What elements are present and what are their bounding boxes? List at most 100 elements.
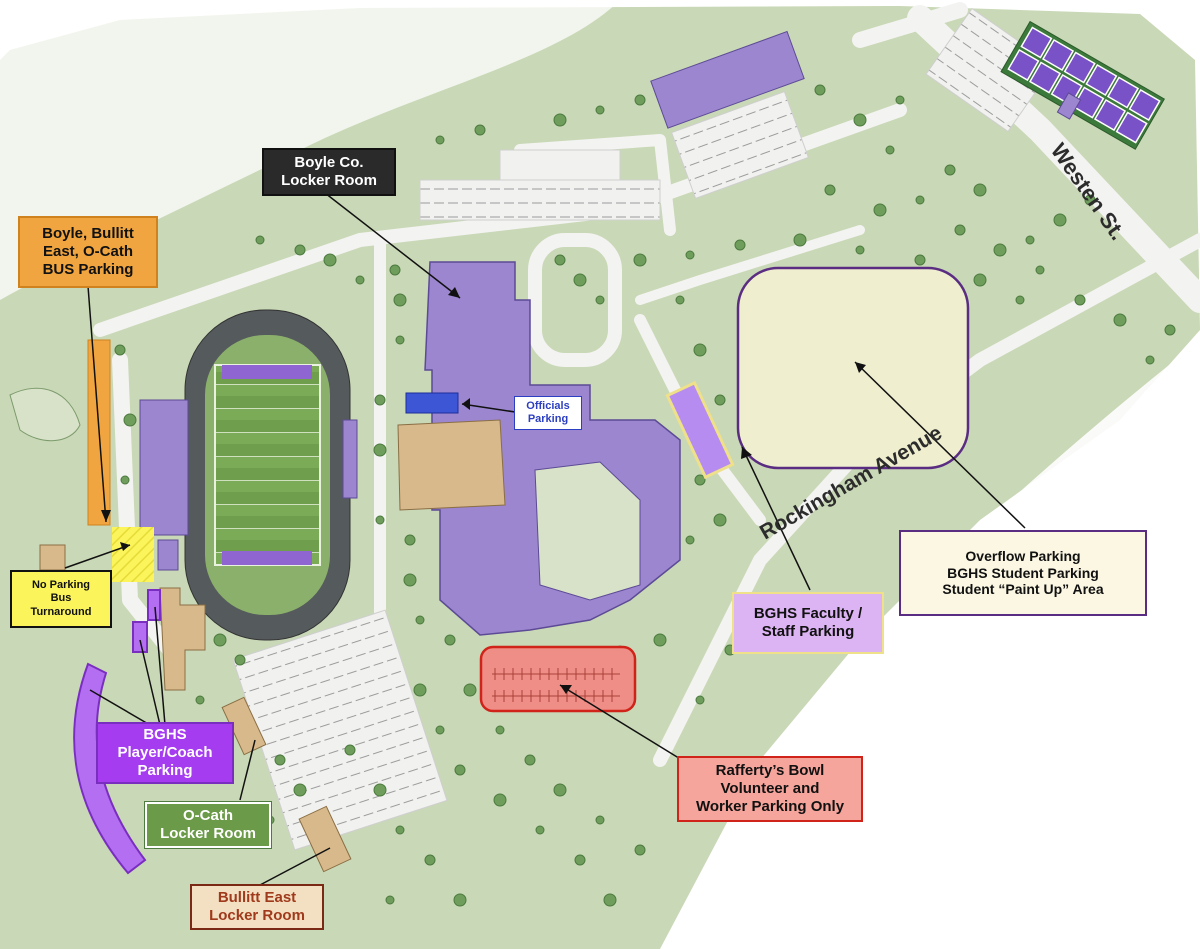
tree (274, 754, 286, 766)
tree (685, 535, 695, 545)
tree (323, 253, 337, 267)
tree (463, 683, 477, 697)
ne-building (650, 30, 805, 129)
small-ne-shed (1056, 92, 1082, 120)
boyle-locker-room-label: Boyle Co. Locker Room (262, 148, 396, 196)
west-bleachers (139, 399, 189, 536)
player-parking-b (132, 621, 148, 653)
ne-parking-lot (671, 90, 809, 200)
bus-turnaround-area (112, 527, 154, 582)
tree (595, 815, 605, 825)
bullitt-east-locker-room-label: Bullitt East Locker Room (190, 884, 324, 930)
trees (114, 55, 1176, 907)
overflow-parking-label: Overflow Parking BGHS Student Parking St… (899, 530, 1147, 616)
grass-fade-top (0, 0, 620, 300)
gym-tan (397, 419, 506, 511)
tree (1074, 294, 1086, 306)
faculty-parking-area (665, 380, 735, 480)
tree (553, 113, 567, 127)
tree (344, 744, 356, 756)
leader-lines (64, 192, 1026, 886)
tree (444, 634, 456, 646)
tree (634, 94, 646, 106)
tree (375, 515, 385, 525)
tree (675, 295, 685, 305)
tree (915, 195, 925, 205)
westen-parking-lot (925, 7, 1055, 133)
tree (355, 275, 365, 285)
tree (234, 654, 246, 666)
tennis-court (1042, 38, 1075, 72)
tree (824, 184, 836, 196)
tree (713, 513, 727, 527)
raffertys-parking-label: Rafferty’s Bowl Volunteer and Worker Par… (677, 756, 863, 822)
tree (535, 825, 545, 835)
tennis-court (1106, 76, 1140, 109)
tree (373, 443, 387, 457)
tennis-court (1063, 51, 1096, 84)
tennis-court (1093, 98, 1127, 132)
player-parking-a (147, 589, 161, 621)
tree (954, 224, 966, 236)
tree (895, 95, 905, 105)
tree (1025, 235, 1035, 245)
tree (389, 264, 401, 276)
overflow-field (736, 266, 970, 470)
tree (603, 893, 617, 907)
tree (413, 683, 427, 697)
bullitt-locker-building (298, 805, 352, 873)
tree (493, 793, 507, 807)
leader-arrows (101, 287, 866, 694)
east-bleachers (342, 419, 358, 499)
tree (914, 254, 926, 266)
tree (195, 695, 205, 705)
tree (653, 633, 667, 647)
tennis-court (1128, 88, 1161, 122)
tennis-court (1085, 63, 1118, 97)
tennis-court (1020, 26, 1053, 59)
tree (595, 105, 605, 115)
tree (395, 825, 405, 835)
tree (114, 344, 126, 356)
tree (714, 394, 726, 406)
officials-parking-label: Officials Parking (514, 396, 582, 430)
tree (255, 235, 265, 245)
tree (694, 474, 706, 486)
tree (524, 754, 536, 766)
tree (435, 725, 445, 735)
tree (814, 84, 826, 96)
tree (973, 183, 987, 197)
tree (435, 135, 445, 145)
tennis-court (1007, 48, 1040, 82)
west-leaf-area (9, 387, 81, 442)
tree (1053, 213, 1067, 227)
restroom-building (157, 539, 179, 571)
south-parking-lot (232, 609, 448, 851)
tree (553, 783, 567, 797)
tree (695, 695, 705, 705)
concession-tan (39, 544, 66, 571)
tree (973, 273, 987, 287)
tennis-court (1072, 86, 1105, 119)
tree (123, 413, 137, 427)
tree (595, 295, 605, 305)
tree (554, 254, 566, 266)
field-house-tan (159, 587, 206, 691)
tree (385, 895, 395, 905)
tree (634, 844, 646, 856)
tree (424, 854, 436, 866)
officials-parking-area (405, 392, 459, 414)
tree (885, 145, 895, 155)
track-field (184, 309, 351, 641)
tree (853, 113, 867, 127)
tennis-court (1029, 61, 1062, 94)
tree (403, 573, 417, 587)
tree (374, 394, 386, 406)
tree (213, 633, 227, 647)
tree (393, 293, 407, 307)
tree (495, 725, 505, 735)
tree (1035, 265, 1045, 275)
bghs-player-parking-label: BGHS Player/Coach Parking (96, 722, 234, 784)
tree (793, 233, 807, 247)
tree (395, 335, 405, 345)
